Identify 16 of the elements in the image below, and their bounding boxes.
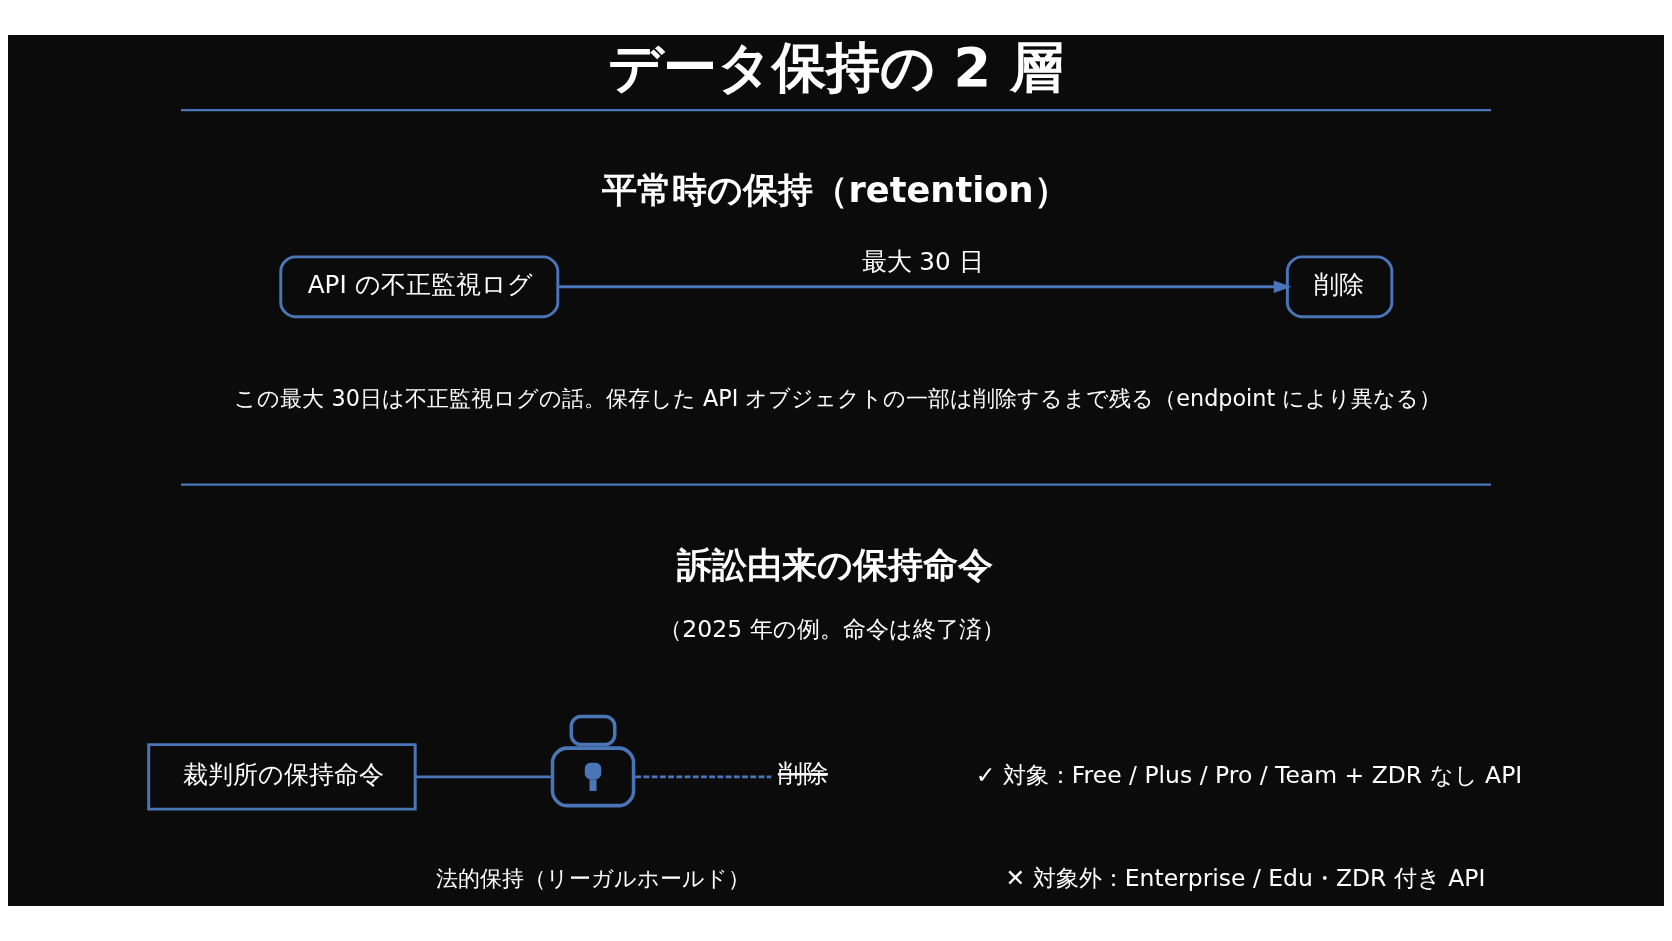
edge-label: 最大 30 日 bbox=[861, 246, 984, 276]
arrow bbox=[558, 280, 1292, 293]
node-box: 裁判所の保持命令 bbox=[147, 743, 417, 811]
label: 平常時の保持（retention） bbox=[602, 169, 1069, 211]
node-label: 法的保持（リーガルホールド） bbox=[435, 864, 750, 891]
node-box: API の不正監視ログ bbox=[279, 255, 560, 319]
label: （2025 年の例。命令は終了済） bbox=[659, 615, 1005, 644]
connector bbox=[635, 775, 772, 779]
label: この最大 30日は不正監視ログの話。保存した API オブジェクトの一部は削除するまで残る（endpoint により異なる） bbox=[234, 384, 1442, 411]
node-box: 削除 bbox=[1285, 255, 1394, 319]
node-text: 削除 bbox=[777, 758, 828, 788]
label: 訴訟由来の保持命令 bbox=[676, 543, 993, 585]
label: ✓ 対象：Free / Plus / Pro / Team + ZDR なし API bbox=[975, 760, 1523, 789]
label: ✕ 対象外：Enterprise / Edu・ZDR 付き API bbox=[1005, 864, 1486, 893]
connector bbox=[415, 775, 551, 779]
diagram-title: データ保持の 2 層 bbox=[607, 36, 1064, 100]
